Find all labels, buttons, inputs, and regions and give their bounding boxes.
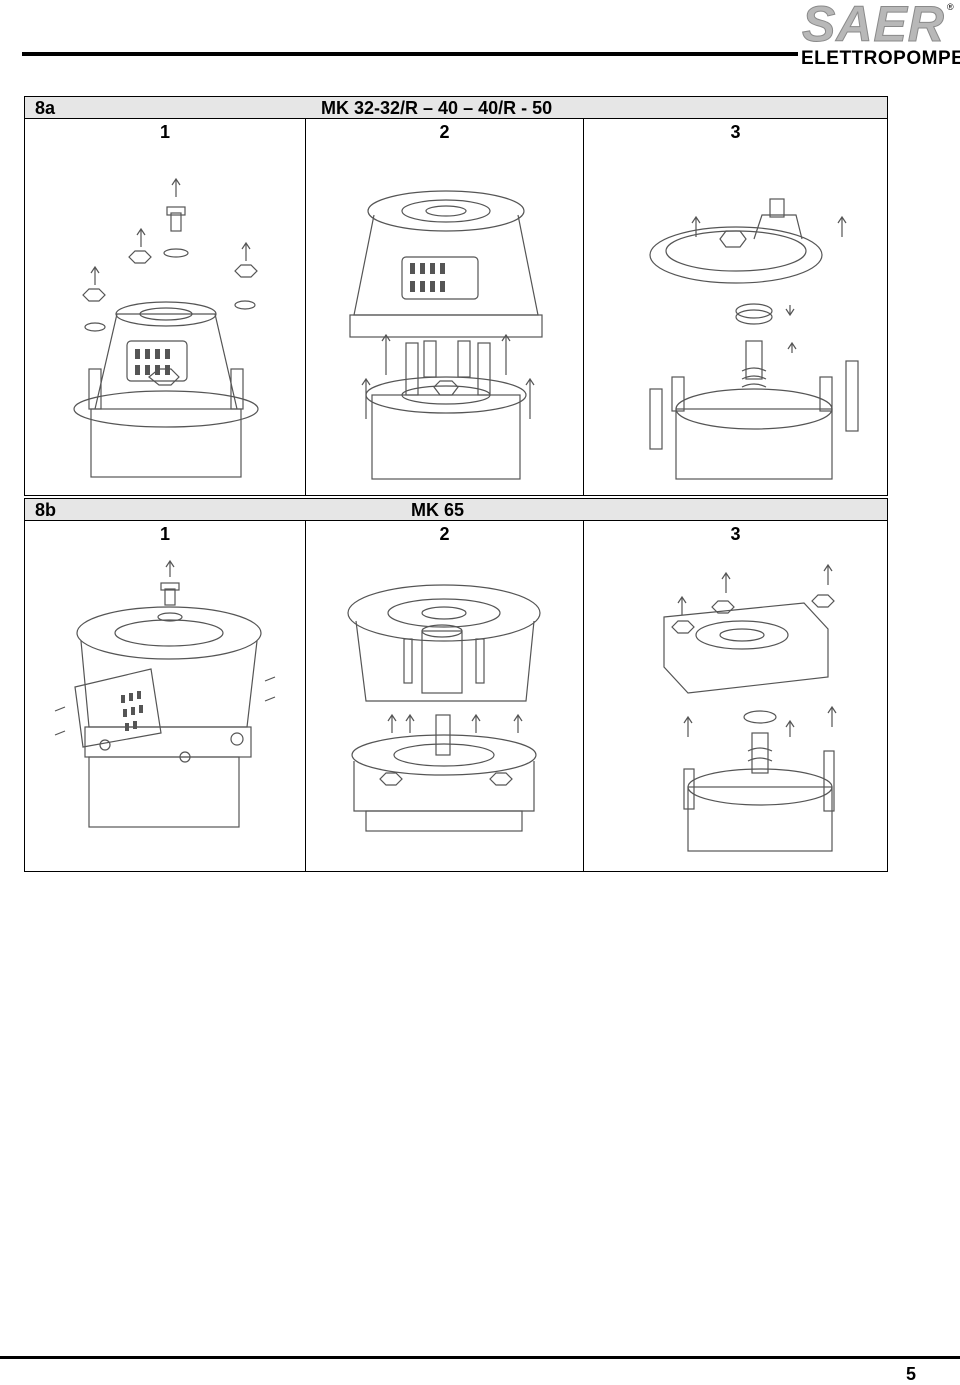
brand-subtitle: ELETTROPOMPE: [801, 48, 960, 69]
figure-number: 2: [439, 122, 450, 142]
brand-name: SAER: [802, 0, 945, 53]
section-label: 8b: [35, 500, 57, 520]
section-8a: 8a MK 32-32/R – 40 – 40/R - 50 1: [24, 96, 888, 496]
figure-panel-1: 1: [25, 119, 305, 495]
brand-logo: SAER ® ELETTROPOMPE: [798, 0, 960, 72]
pump-exploded-drawing: [73, 177, 259, 478]
pump-exploded-drawing: [349, 190, 543, 480]
section-header: 8a MK 32-32/R – 40 – 40/R - 50: [25, 97, 887, 119]
section-header: 8b MK 65: [25, 499, 887, 521]
bottom-rule: [0, 1356, 960, 1359]
section-title: MK 65: [411, 500, 465, 520]
figure-number: 3: [730, 122, 741, 142]
figure-number: 1: [159, 122, 170, 142]
figure-number: 3: [730, 524, 741, 544]
pump-exploded-drawing: [663, 563, 837, 852]
top-rule: [22, 52, 798, 56]
pump-exploded-drawing: [649, 198, 859, 480]
figure-panel-3: 3: [583, 521, 887, 871]
figure-number: 2: [439, 524, 450, 544]
figure-number: 1: [159, 524, 170, 544]
figure-panel-3: 3: [583, 119, 887, 495]
section-title: MK 32-32/R – 40 – 40/R - 50: [321, 98, 553, 118]
page-number: 5: [906, 1364, 917, 1384]
figure-panel-2: 2: [305, 119, 583, 495]
pump-exploded-drawing: [54, 559, 276, 828]
figure-panel-1: 1: [25, 521, 305, 871]
section-label: 8a: [35, 98, 56, 118]
registered-mark: ®: [947, 2, 954, 12]
section-8b: 8b MK 65 1 2: [24, 498, 888, 872]
figure-panel-2: 2: [305, 521, 583, 871]
pump-exploded-drawing: [347, 584, 541, 832]
